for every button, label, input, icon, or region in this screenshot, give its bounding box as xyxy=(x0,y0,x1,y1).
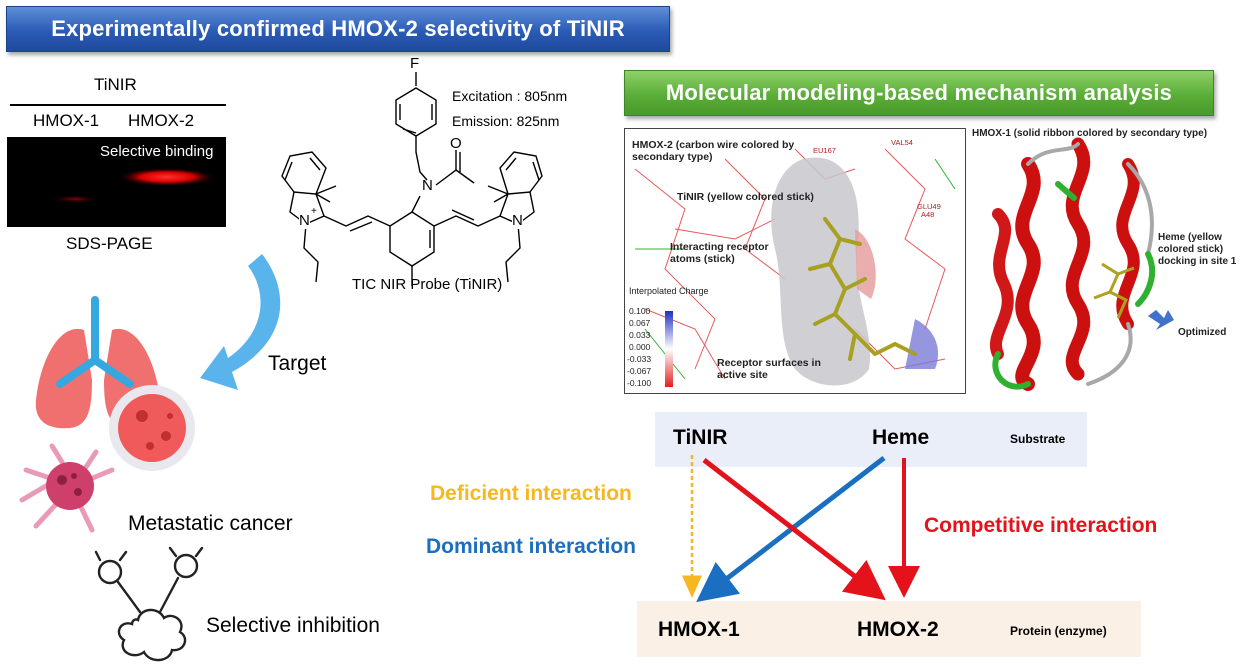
banner-experimental-title: Experimentally confirmed HMOX-2 selectiv… xyxy=(6,6,670,52)
hmox2-docking-render xyxy=(634,148,956,387)
residue-label: A48 xyxy=(921,210,935,219)
charge-tick-5: -0.067 xyxy=(627,366,652,376)
gel-band-hmox2 xyxy=(119,168,215,186)
gel-band-label: Selective binding xyxy=(100,143,214,160)
gel-bands xyxy=(49,168,215,203)
deficient-interaction-label: Deficient interaction xyxy=(430,482,632,505)
residue-label: EU167 xyxy=(813,146,836,155)
optimized-arrow-icon xyxy=(1148,310,1174,330)
protein-box xyxy=(637,601,1141,657)
tinir-stick-label: TiNIR (yellow colored stick) xyxy=(677,191,814,203)
gel-lane-hmox1: HMOX-1 xyxy=(33,111,100,130)
target-arrow xyxy=(200,254,281,390)
residue-label: VAL54 xyxy=(891,138,913,147)
substrate-box xyxy=(655,412,1087,467)
receptor-atoms-label: Interacting receptor atoms (stick) xyxy=(670,241,769,265)
competitive-interaction-label: Competitive interaction xyxy=(924,514,1158,537)
hmox2-docking-panel: HMOX-2 (carbon wire colored by secondary… xyxy=(624,128,966,394)
lung-cancer-icon xyxy=(19,296,195,533)
metastatic-label: Metastatic cancer xyxy=(128,512,293,535)
hmox2-title: HMOX-2 (carbon wire colored by secondary… xyxy=(632,139,795,163)
emission-label: Emission: 825nm xyxy=(452,113,560,129)
charge-tick-6: -0.100 xyxy=(627,378,652,388)
atom-n-amide: N xyxy=(422,177,433,194)
target-label: Target xyxy=(268,352,327,375)
arrow-tinir-hmox2 xyxy=(702,458,886,601)
charge-tick-3: 0.000 xyxy=(629,342,651,352)
atom-f: F xyxy=(410,55,420,72)
excitation-label: Excitation : 805nm xyxy=(452,88,568,104)
gel-band-hmox1 xyxy=(49,195,101,203)
atom-n-right: N xyxy=(512,212,523,229)
hmox1-title: HMOX-1 (solid ribbon colored by secondar… xyxy=(972,128,1208,139)
charge-tick-0: 0.100 xyxy=(629,306,651,316)
charge-tick-4: -0.033 xyxy=(627,354,652,364)
protein-hmox1: HMOX-1 xyxy=(658,618,740,641)
atom-o: O xyxy=(450,135,462,152)
dominant-interaction-label: Dominant interaction xyxy=(426,535,637,558)
optimized-label: Optimized xyxy=(1178,327,1227,338)
hmox1-ribbon-render xyxy=(990,137,1174,391)
hmox1-ribbon-panel: HMOX-1 (solid ribbon colored by secondar… xyxy=(968,124,1256,400)
inhibition-icon xyxy=(94,546,204,662)
residue-label: GLU49 xyxy=(917,202,941,211)
gel-caption: SDS-PAGE xyxy=(66,234,153,253)
gel-title: TiNIR xyxy=(94,75,137,94)
charge-title: Interpolated Charge xyxy=(629,286,709,296)
atom-plus-sign: + xyxy=(311,206,317,217)
gel-image: Selective binding xyxy=(7,137,226,227)
substrate-label: Substrate xyxy=(1010,432,1066,446)
banner-modeling-title: Molecular modeling-based mechanism analy… xyxy=(624,70,1214,116)
protein-label: Protein (enzyme) xyxy=(1010,624,1107,638)
protein-hmox2: HMOX-2 xyxy=(857,618,939,641)
charge-tick-2: 0.033 xyxy=(629,330,651,340)
substrate-heme: Heme xyxy=(872,426,930,449)
probe-caption: TIC NIR Probe (TiNIR) xyxy=(352,276,503,293)
arrow-dominant xyxy=(696,456,886,603)
heme-label: Heme (yellow colored stick) docking in s… xyxy=(1158,232,1237,267)
atom-n-plus: N xyxy=(299,212,310,229)
charge-tick-1: 0.067 xyxy=(629,318,651,328)
gel-title-underline xyxy=(10,104,226,106)
substrate-tinir: TiNIR xyxy=(673,426,728,449)
gel-lane-hmox2: HMOX-2 xyxy=(128,111,195,130)
receptor-surfaces-label: Receptor surfaces in active site xyxy=(717,357,821,381)
charge-gradient-bar xyxy=(665,311,673,387)
inhibition-label: Selective inhibition xyxy=(206,614,380,637)
tinir-structure xyxy=(281,72,543,286)
